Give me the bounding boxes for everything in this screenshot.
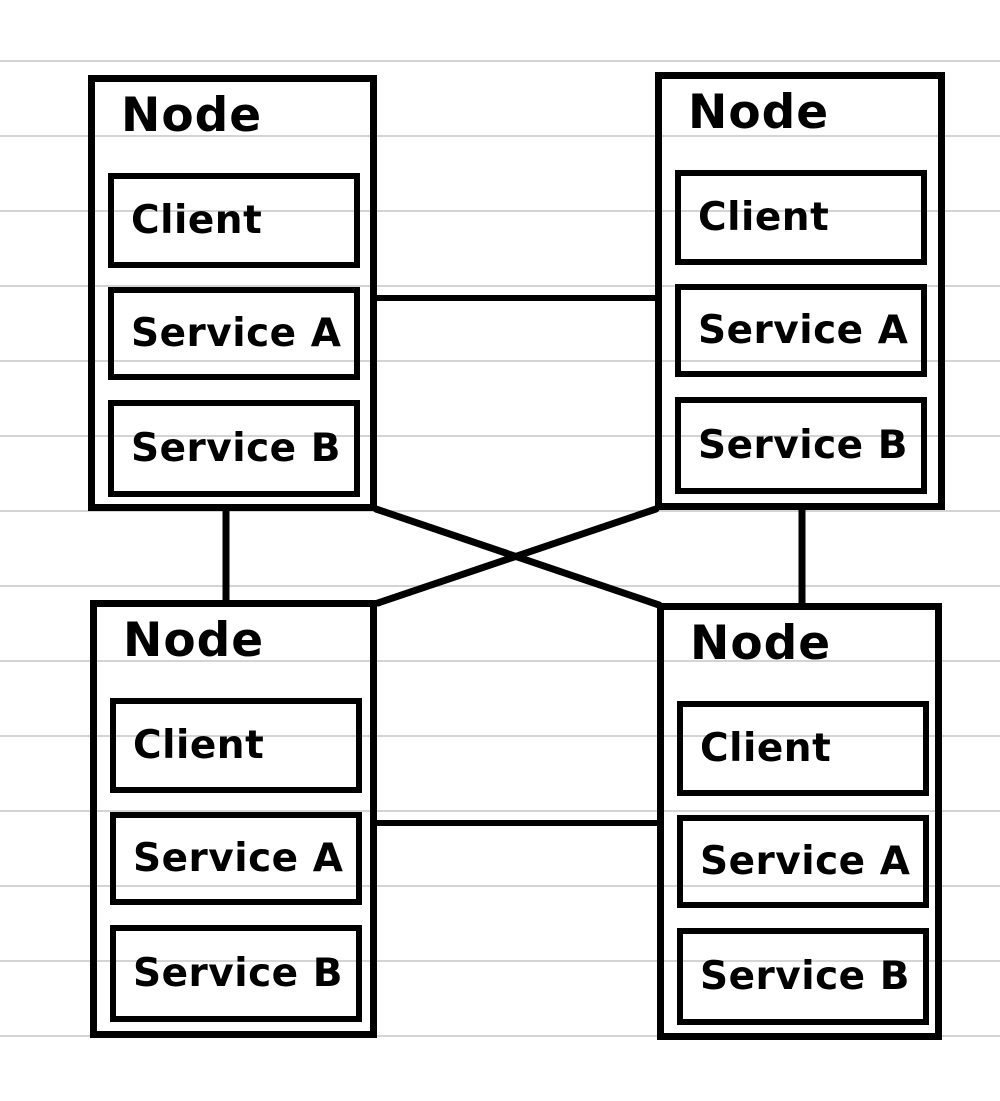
service-a-label: Service A <box>698 308 909 353</box>
node-top-left: Node Client Service A Service B <box>88 75 377 511</box>
client-box: Client <box>677 701 929 796</box>
node-title: Node <box>123 613 265 668</box>
client-label: Client <box>133 723 265 768</box>
client-box: Client <box>110 698 362 793</box>
node-bottom-right: Node Client Service A Service B <box>657 603 942 1040</box>
service-a-label: Service A <box>700 839 911 884</box>
node-title: Node <box>690 616 832 671</box>
node-bottom-left: Node Client Service A Service B <box>90 600 377 1038</box>
client-label: Client <box>131 198 263 243</box>
service-a-box: Service A <box>110 812 362 905</box>
connector-diagonal-tr-bl <box>374 505 660 607</box>
service-a-box: Service A <box>108 287 360 380</box>
service-b-label: Service B <box>698 423 908 468</box>
client-box: Client <box>108 173 360 268</box>
node-top-right: Node Client Service A Service B <box>655 72 945 510</box>
service-b-box: Service B <box>108 400 360 497</box>
service-b-label: Service B <box>133 951 343 996</box>
service-a-label: Service A <box>133 836 344 881</box>
client-label: Client <box>698 195 830 240</box>
service-b-box: Service B <box>675 397 927 494</box>
service-b-box: Service B <box>110 925 362 1022</box>
client-label: Client <box>700 726 832 771</box>
service-b-box: Service B <box>677 928 929 1025</box>
service-b-label: Service B <box>700 954 910 999</box>
service-a-box: Service A <box>677 815 929 908</box>
client-box: Client <box>675 170 927 265</box>
service-a-label: Service A <box>131 311 342 356</box>
service-a-box: Service A <box>675 284 927 377</box>
node-title: Node <box>121 88 263 143</box>
service-b-label: Service B <box>131 426 341 471</box>
node-title: Node <box>688 85 830 140</box>
